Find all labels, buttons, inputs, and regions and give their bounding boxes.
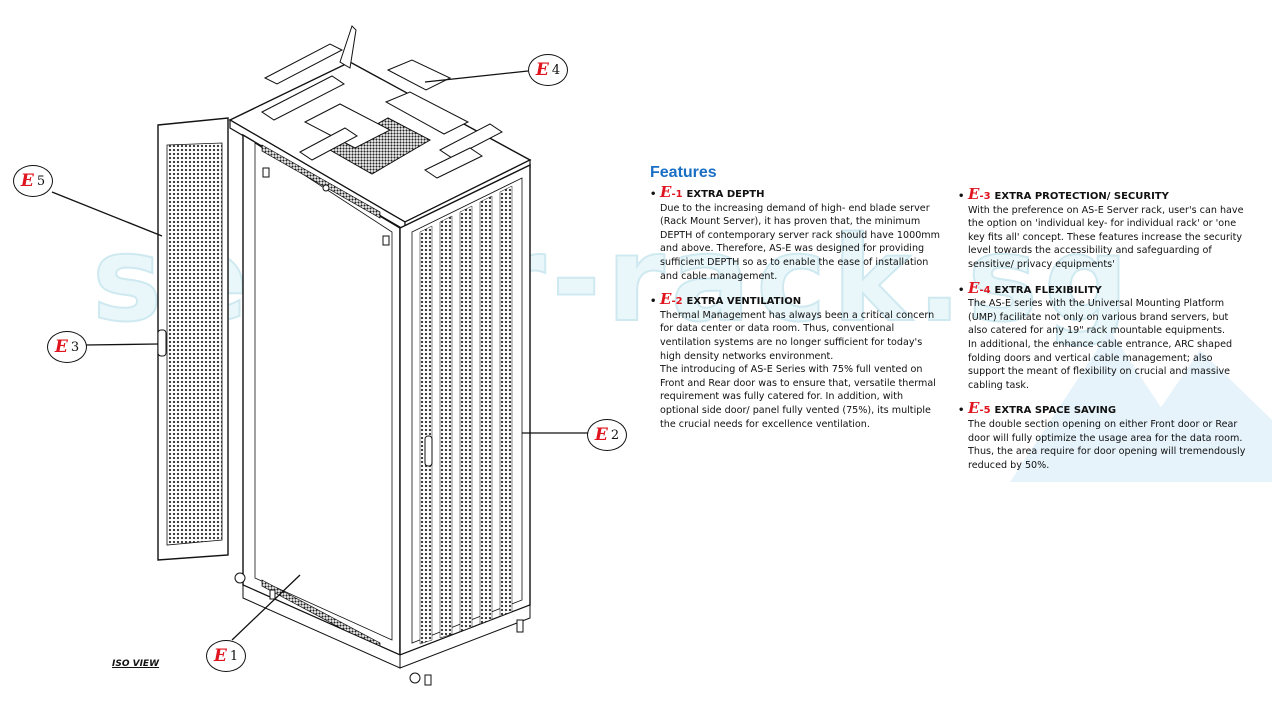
feature-extra-ventilation: • E -2 EXTRA VENTILATION Thermal Managem… xyxy=(650,292,950,431)
feature-extra-protection: • E -3 EXTRA PROTECTION/ SECURITY With t… xyxy=(958,187,1258,272)
e-logo-mark: E xyxy=(968,185,980,203)
e-logo-mark: E xyxy=(660,290,672,309)
feature-heading: EXTRA SPACE SAVING xyxy=(994,405,1117,417)
bullet-icon: • xyxy=(958,284,965,296)
bullet-icon: • xyxy=(958,405,965,417)
server-rack-iso-diagram xyxy=(51,25,588,686)
feature-extra-space-saving: • E -5 EXTRA SPACE SAVING The double sec… xyxy=(958,401,1258,472)
features-column-right: • E -3 EXTRA PROTECTION/ SECURITY With t… xyxy=(958,187,1258,481)
feature-number: -2 xyxy=(671,296,683,308)
feature-body: Thermal Management has always been a cri… xyxy=(660,309,936,430)
feature-extra-depth: • E -1 EXTRA DEPTH Due to the increasing… xyxy=(650,185,950,283)
feature-heading: EXTRA PROTECTION/ SECURITY xyxy=(994,191,1169,202)
feature-number: -3 xyxy=(979,191,991,202)
feature-heading: EXTRA VENTILATION xyxy=(686,296,802,308)
e-logo-mark: E xyxy=(660,183,672,201)
feature-number: -5 xyxy=(979,405,991,417)
feature-body: With the preference on AS-E Server rack,… xyxy=(968,204,1244,270)
feature-body: The double section opening on either Fro… xyxy=(968,418,1246,471)
features-column-left: • E -1 EXTRA DEPTH Due to the increasing… xyxy=(650,185,950,440)
bullet-icon: • xyxy=(958,191,965,202)
bullet-icon: • xyxy=(650,189,657,200)
feature-number: -4 xyxy=(979,284,991,296)
feature-number: -1 xyxy=(671,189,683,200)
features-title: Features xyxy=(650,164,717,181)
e-logo-mark: E xyxy=(968,399,980,418)
iso-view-label: ISO VIEW xyxy=(112,659,160,669)
feature-heading: EXTRA DEPTH xyxy=(686,189,765,200)
feature-body: The AS-E series with the Universal Mount… xyxy=(968,298,1233,391)
bullet-icon: • xyxy=(650,296,657,308)
feature-extra-flexibility: • E -4 EXTRA FLEXIBILITY The AS-E series… xyxy=(958,278,1258,393)
e-logo-mark: E xyxy=(968,278,980,297)
feature-heading: EXTRA FLEXIBILITY xyxy=(994,284,1102,296)
feature-body: Due to the increasing demand of high- en… xyxy=(660,202,940,282)
